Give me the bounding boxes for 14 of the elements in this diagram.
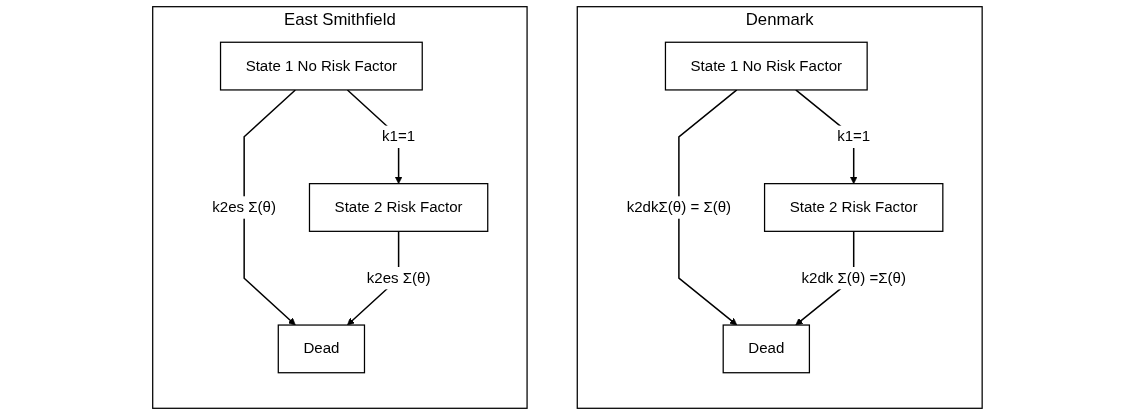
edge-label: k1=1 [836,128,870,145]
arrow [677,89,738,326]
edge-label: k2dk Σ(θ) =Σ(θ) [801,269,906,287]
node-box: State 2 Risk Factor [763,183,943,232]
edge-label: k2dkΣ(θ) = Σ(θ) [626,198,731,216]
node-box: State 1 No Risk Factor [664,41,868,91]
node-box: State 1 No Risk Factor [219,41,423,91]
edge-label: k2es Σ(θ) [366,269,431,287]
node-box: State 2 Risk Factor [308,183,488,232]
node-box: Dead [722,324,810,374]
arrow [242,89,296,326]
edge-label: k2es Σ(θ) [211,198,276,216]
edge-label: k1=1 [381,128,415,145]
node-box: Dead [277,324,365,374]
